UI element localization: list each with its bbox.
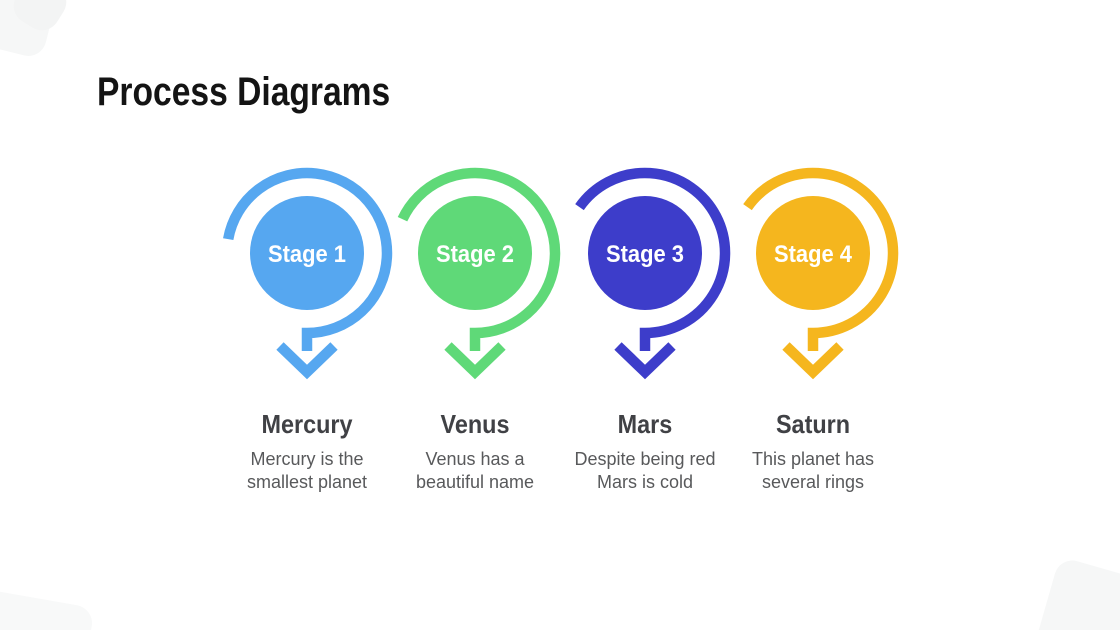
stage-2-circle xyxy=(418,196,532,310)
planet-description: Mercury is the smallest planet xyxy=(197,448,417,493)
description-line: This planet has xyxy=(751,449,875,469)
description-line: Despite being red xyxy=(574,449,716,469)
planet-description: Despite being red Mars is cold xyxy=(535,448,755,493)
stage-3-label: Stage 3 xyxy=(606,241,684,268)
description-line: smallest planet xyxy=(246,471,368,492)
stage-3-circle xyxy=(588,196,702,310)
stage-1-info: Mercury Mercury is the smallest planet xyxy=(197,408,417,493)
stage-2-info: Venus Venus has a beautiful name xyxy=(365,408,585,493)
description-line: Mars is cold xyxy=(596,471,694,492)
stage-4-circle xyxy=(756,196,870,310)
stage-2-label: Stage 2 xyxy=(436,241,514,268)
description-line: beautiful name xyxy=(415,471,535,492)
stage-3-arrowhead-icon xyxy=(614,342,676,380)
stage-4-unit: Stage 4 xyxy=(743,167,899,380)
stage-2-arrowhead-icon xyxy=(444,342,506,380)
stage-2-loop-arrow xyxy=(397,167,561,351)
stage-3-unit: Stage 3 xyxy=(575,167,731,380)
stage-4-arrowhead-icon xyxy=(782,342,844,380)
planet-heading: Mercury xyxy=(261,409,353,439)
planet-heading: Saturn xyxy=(775,409,851,439)
stage-3-info: Mars Despite being red Mars is cold xyxy=(535,408,755,493)
stage-1-label: Stage 1 xyxy=(268,241,346,268)
stage-2-unit: Stage 2 xyxy=(397,167,561,380)
stage-4-loop-arrow xyxy=(743,167,899,351)
planet-heading: Mars xyxy=(617,409,673,439)
stage-1-circle xyxy=(250,196,364,310)
stage-4-info: Saturn This planet has several rings xyxy=(703,408,923,493)
planet-description: Venus has a beautiful name xyxy=(365,448,585,493)
description-line: several rings xyxy=(761,471,865,492)
planet-heading: Venus xyxy=(440,409,510,439)
stage-1-arrowhead-icon xyxy=(276,342,338,380)
description-line: Mercury is the xyxy=(250,449,364,469)
stage-1-loop-arrow xyxy=(223,167,393,351)
stage-3-loop-arrow xyxy=(575,167,731,351)
page-title: Process Diagrams xyxy=(97,70,391,114)
stage-4-label: Stage 4 xyxy=(774,241,853,268)
planet-description: This planet has several rings xyxy=(703,448,923,493)
description-line: Venus has a xyxy=(425,449,525,469)
stage-1-unit: Stage 1 xyxy=(223,167,393,380)
